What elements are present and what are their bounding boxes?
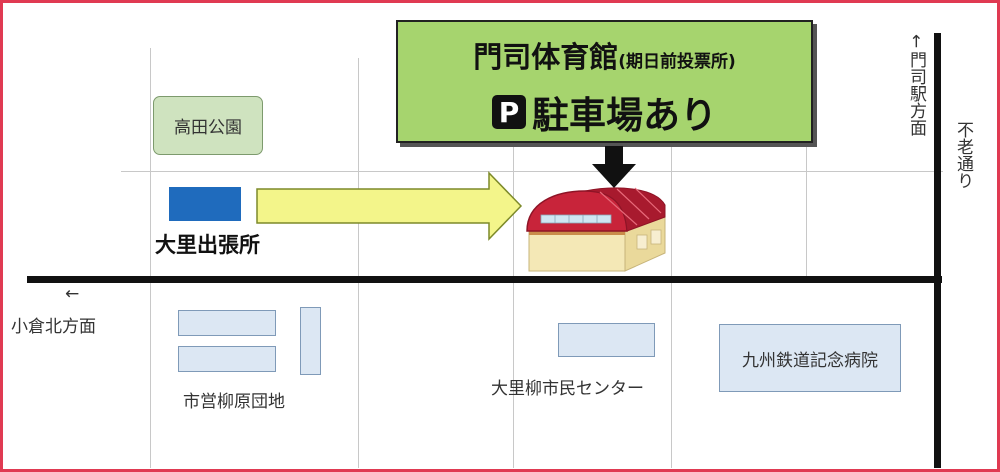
down-arrow-icon [592,146,636,188]
takada-park: 高田公園 [153,96,263,155]
street-line [150,48,151,468]
street-line [121,171,943,172]
sign-title: 門司体育館(期日前投票所) [398,34,811,76]
civic-center-label: 大里柳市民センター [491,379,644,399]
street-line [513,143,514,468]
route-arrow [256,171,523,241]
fuku-road-label: 不老通り [953,121,973,189]
park-label: 高田公園 [174,118,242,138]
main-road-vertical [934,33,941,468]
gym-signboard: 門司体育館(期日前投票所) P 駐車場あり [396,20,813,143]
housing-label: 市営柳原団地 [183,392,285,412]
parking-text: 駐車場あり [532,94,717,137]
kokura-arrow-icon: ← [65,284,80,304]
housing-building [300,307,321,375]
venue-name: 門司体育館 [473,40,619,74]
housing-building [178,346,276,372]
hospital-building: 九州鉄道記念病院 [719,324,901,392]
hospital-label: 九州鉄道記念病院 [742,350,878,371]
mojiko-arrow-icon: ← [906,33,926,49]
parking-icon: P [492,95,526,129]
street-line [358,58,359,468]
street-line [671,143,672,468]
civic-center-building [558,323,655,357]
oosato-office-marker [169,187,241,221]
housing-building [178,310,276,336]
oosato-office-label: 大里出張所 [155,233,260,257]
venue-note: (期日前投票所) [618,52,736,72]
sign-parking: P 駐車場あり [398,85,811,139]
kokura-direction-label: 小倉北方面 [11,317,96,337]
street-line [806,143,807,278]
mojiko-direction-label: ← 門司駅方面 [906,31,926,136]
main-road-horizontal [27,276,942,283]
gym-building-icon [526,187,666,272]
mojiko-label-text: 門司駅方面 [906,51,926,136]
